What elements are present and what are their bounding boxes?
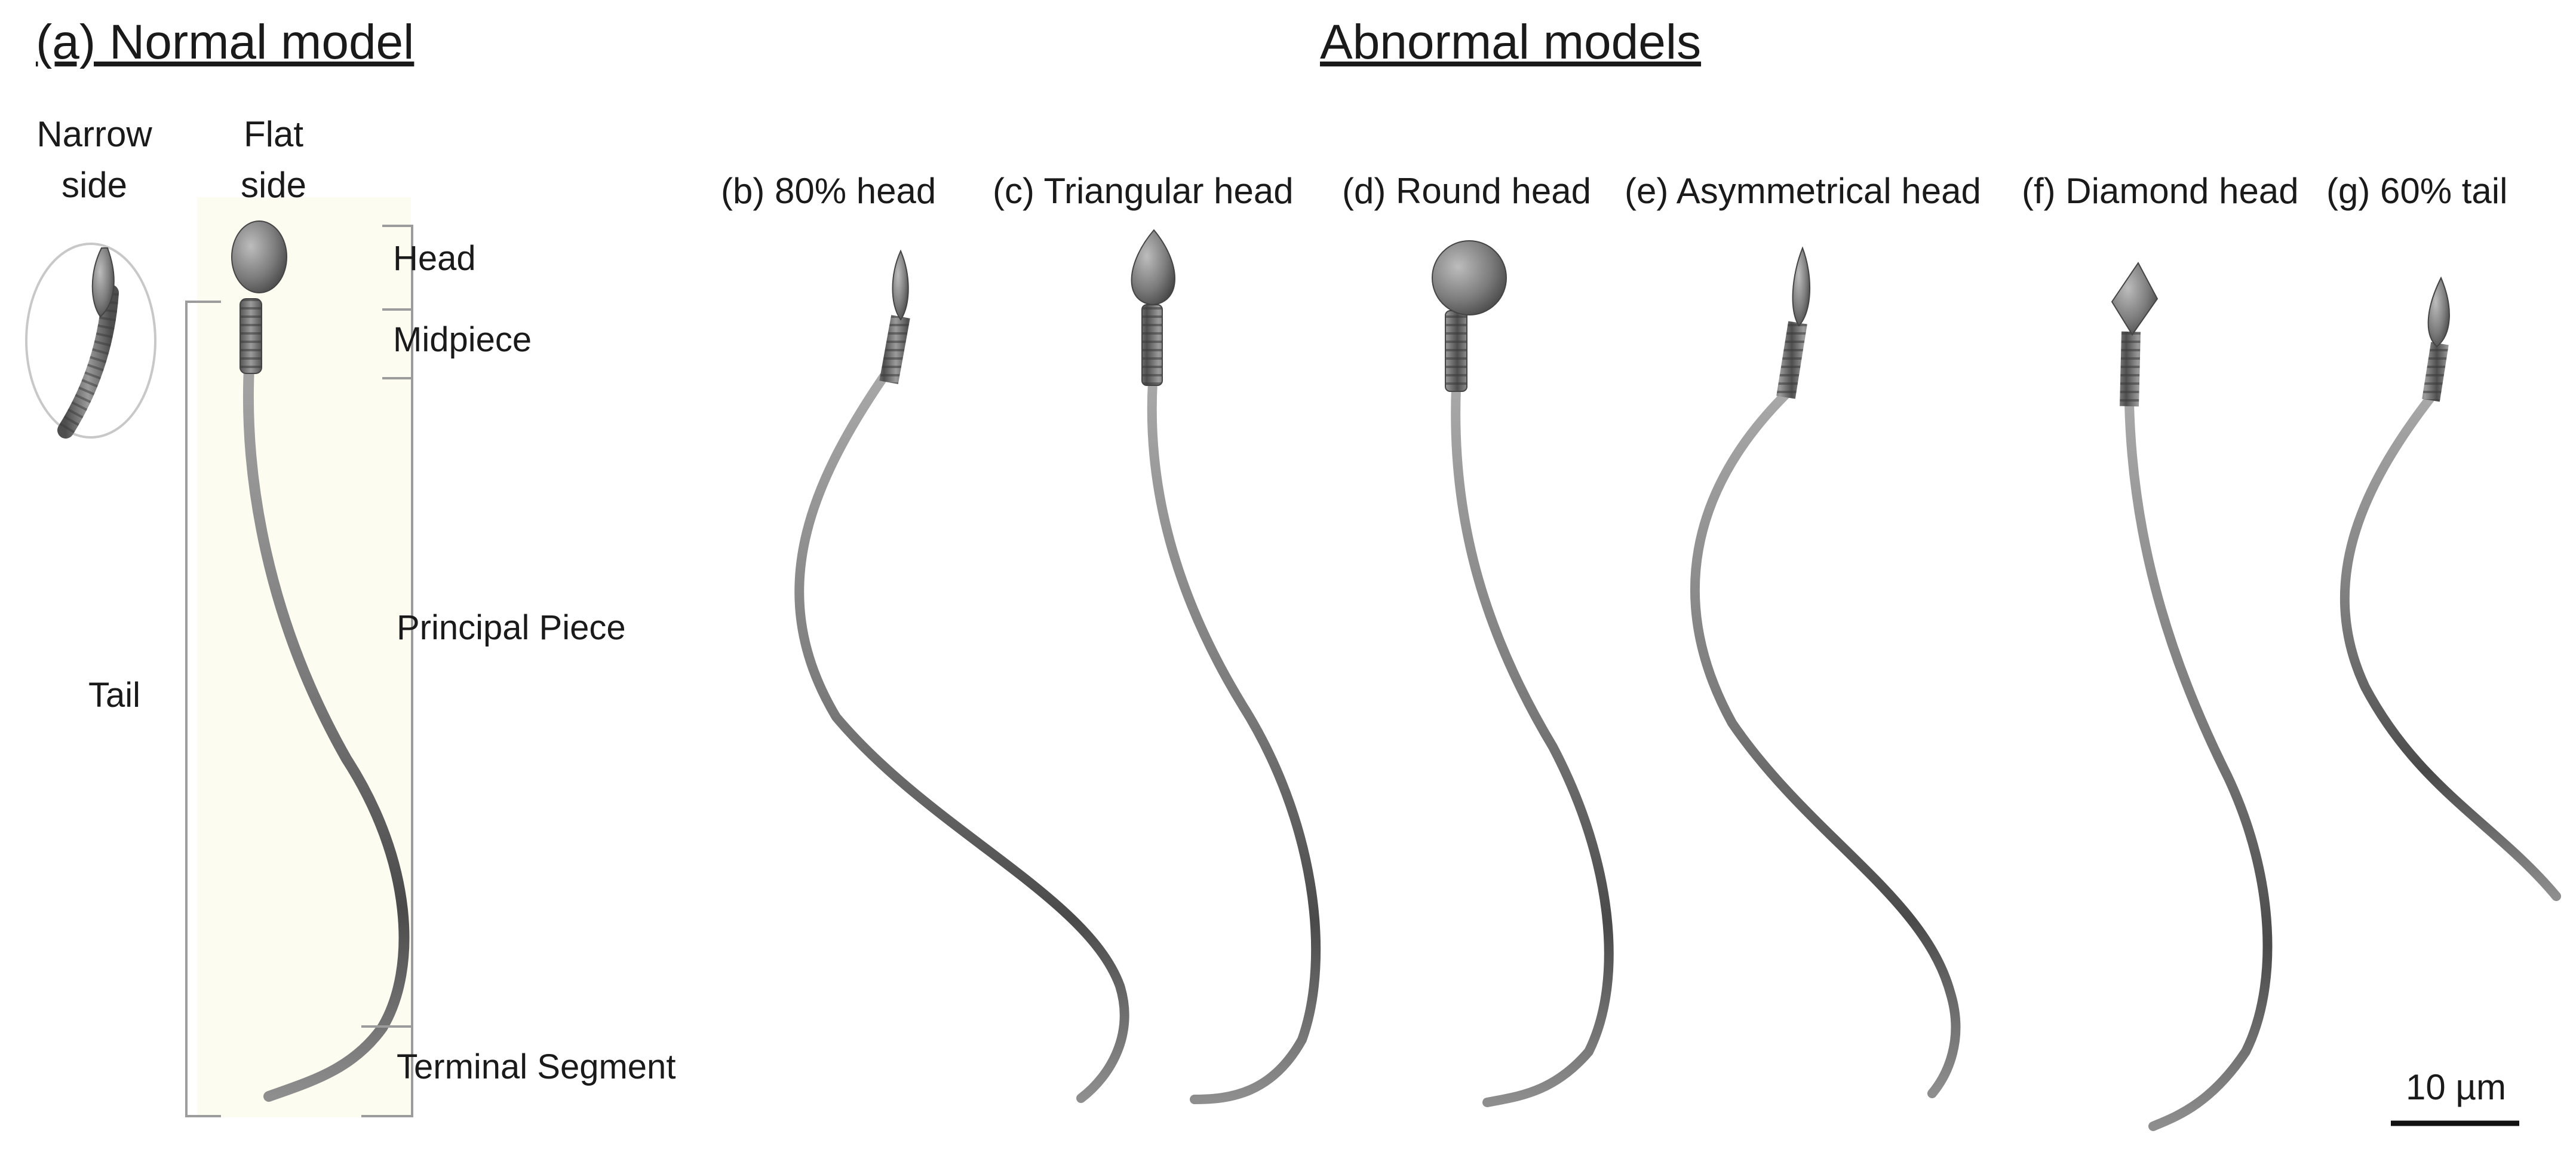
- narrow-side-label-line2: side: [62, 165, 127, 205]
- tail-bracket: [185, 301, 221, 1117]
- part-brackets: [185, 225, 413, 1117]
- model-e-sperm: [1690, 246, 1961, 1098]
- model-f-sperm: [2111, 262, 2273, 1131]
- normal-model-highlight: [197, 197, 411, 1117]
- model-d-sperm: [1432, 240, 1614, 1107]
- flat-side-label-line2: side: [241, 165, 306, 205]
- terminal-segment-label: Terminal Segment: [397, 1047, 676, 1086]
- scale-bar-label: 10 µm: [2406, 1067, 2506, 1107]
- midpiece-label: Midpiece: [393, 320, 532, 359]
- terminal-segment-bracket: [361, 1025, 413, 1117]
- normal-model-title: (a) Normal model: [36, 15, 414, 69]
- scale-bar: 10 µm: [2391, 1067, 2519, 1126]
- model-c-label: (c) Triangular head: [993, 171, 1294, 211]
- narrow-side-inset-ellipse: [25, 243, 156, 439]
- head-label: Head: [393, 239, 476, 278]
- model-g-label: (g) 60% tail: [2326, 171, 2507, 211]
- tail-label: Tail: [88, 676, 140, 715]
- flat-side-label-line1: Flat: [244, 114, 303, 154]
- normal-sperm-model: [231, 220, 410, 1102]
- model-c-sperm: [1131, 229, 1321, 1104]
- model-e-label: (e) Asymmetrical head: [1625, 171, 1981, 211]
- model-b-sperm: [794, 249, 1129, 1103]
- model-b-label: (b) 80% head: [721, 171, 936, 211]
- narrow-side-label-line1: Narrow: [36, 114, 152, 154]
- principal-piece-label: Principal Piece: [397, 608, 626, 647]
- model-d-label: (d) Round head: [1342, 171, 1591, 211]
- narrow-side-sperm: [57, 247, 119, 439]
- abnormal-models-title: Abnormal models: [1320, 15, 1701, 69]
- model-g-sperm: [2339, 276, 2561, 901]
- model-f-label: (f) Diamond head: [2022, 171, 2299, 211]
